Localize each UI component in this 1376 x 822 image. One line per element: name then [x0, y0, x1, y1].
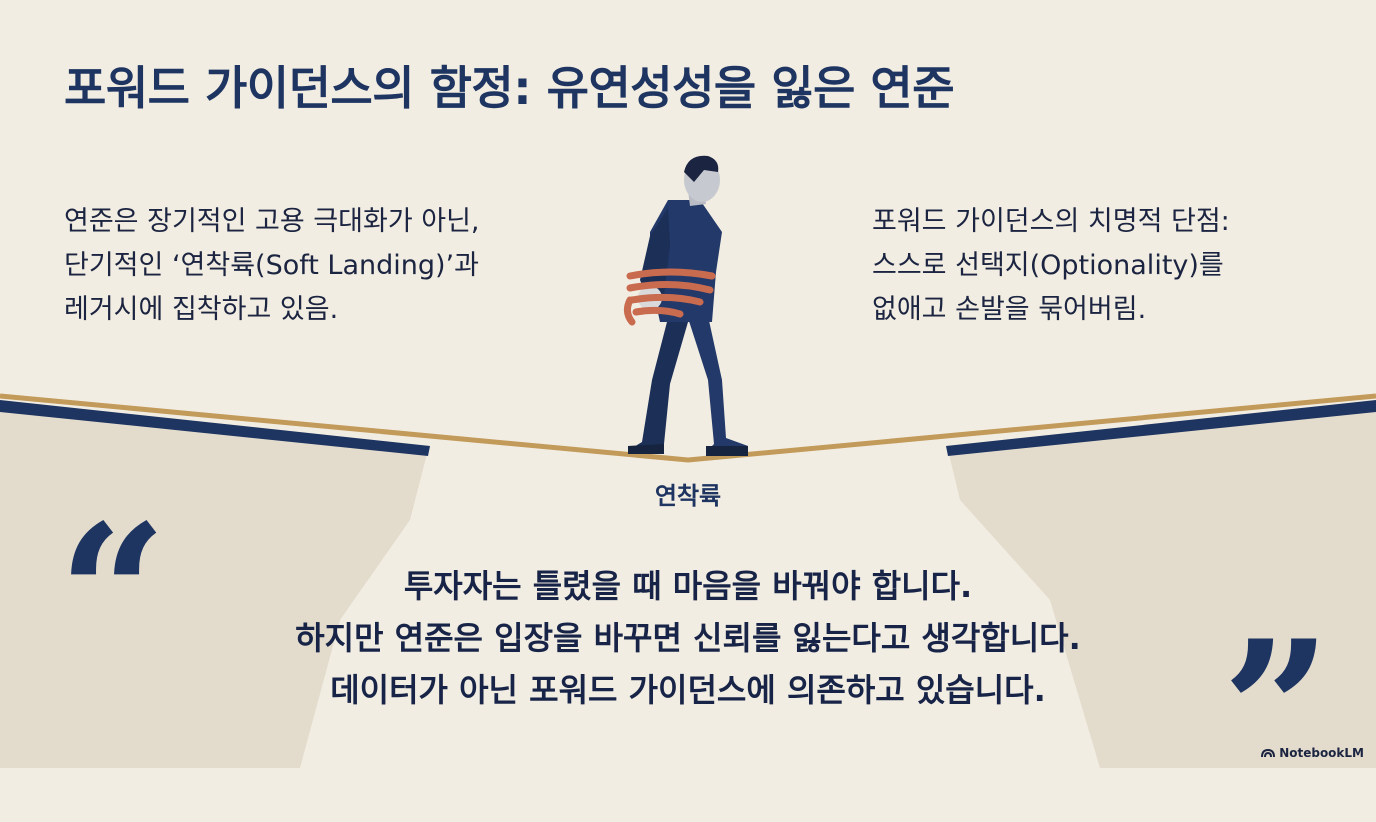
close-quote-icon: ”	[1222, 599, 1332, 822]
quote-line: 투자자는 틀렸을 때 마음을 바꿔야 합니다.	[403, 567, 973, 605]
rope-label: 연착륙	[654, 482, 722, 510]
left-note-line: 레거시에 집착하고 있음.	[64, 294, 339, 325]
tightrope	[0, 393, 1376, 463]
left-note-line: 연준은 장기적인 고용 극대화가 아닌,	[64, 206, 480, 237]
right-cliff	[948, 402, 1376, 768]
right-note-line: 없애고 손발을 묶어버림.	[872, 294, 1147, 325]
slide-title: 포워드 가이던스의 함정: 유연성성을 잃은 연준	[64, 61, 955, 115]
right-note-line: 포워드 가이던스의 치명적 단점:	[872, 206, 1230, 237]
left-note-line: 단기적인 ‘연착륙(Soft Landing)’과	[64, 250, 479, 281]
quote-text: 투자자는 틀렸을 때 마음을 바꿔야 합니다. 하지만 연준은 입장을 바꾸면 …	[160, 560, 1216, 716]
left-cliff-edge	[0, 400, 430, 456]
brand-name: NotebookLM	[1279, 746, 1364, 760]
quote-line: 하지만 연준은 입장을 바꾸면 신뢰를 잃는다고 생각합니다.	[295, 619, 1081, 657]
slide: 포워드 가이던스의 함정: 유연성성을 잃은 연준 연준은 장기적인 고용 극대…	[0, 61, 1376, 806]
left-note: 연준은 장기적인 고용 극대화가 아닌, 단기적인 ‘연착륙(Soft Land…	[64, 200, 480, 332]
right-note-line: 스스로 선택지(Optionality)를	[872, 250, 1224, 281]
right-cliff-edge	[946, 400, 1376, 456]
left-cliff	[0, 402, 428, 768]
right-note: 포워드 가이던스의 치명적 단점: 스스로 선택지(Optionality)를 …	[872, 200, 1230, 332]
tightrope-illustration	[0, 155, 1376, 768]
quote-line: 데이터가 아닌 포워드 가이던스에 의존하고 있습니다.	[330, 671, 1046, 709]
brand-watermark: NotebookLM	[1261, 746, 1364, 760]
notebooklm-logo-icon	[1261, 748, 1276, 758]
walking-man-figure	[623, 155, 748, 456]
open-quote-icon: “	[58, 483, 168, 706]
